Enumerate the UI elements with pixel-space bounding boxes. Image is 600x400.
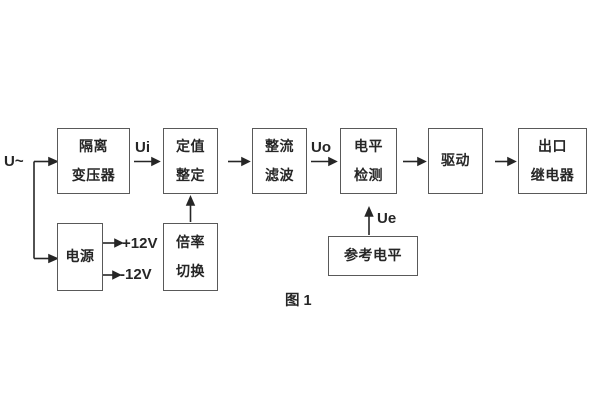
signal-label-input-voltage: U~ (4, 153, 24, 170)
signal-label-plus-12v: +12V (122, 235, 158, 252)
block-label: 整定 (176, 166, 205, 183)
arrowhead-uo (328, 156, 338, 167)
arrowhead-ratio-to-setting (185, 195, 196, 206)
figure-caption: 图 1 (285, 293, 312, 309)
block-label: 继电器 (530, 166, 575, 183)
block-label: 出口 (538, 138, 567, 155)
block-label: 隔离 (79, 138, 108, 155)
block-ratio-switching: 倍率 切换 (163, 223, 218, 291)
arrowhead-plus12v (114, 238, 124, 248)
arrowhead-setting-to-rectifier (241, 156, 251, 167)
arrowhead-input-to-isolation (48, 156, 59, 167)
block-drive: 驱动 (428, 128, 483, 194)
block-label: 切换 (176, 262, 205, 279)
block-label: 驱动 (441, 152, 470, 169)
arrowhead-level-to-drive (417, 156, 427, 167)
block-label: 电源 (65, 248, 95, 265)
arrowhead-input-to-power (48, 253, 59, 264)
signal-label-ue: Ue (377, 210, 397, 227)
block-label: 电平 (354, 138, 383, 155)
block-label: 参考电平 (344, 247, 402, 264)
block-label: 变压器 (71, 166, 116, 183)
arrowhead-drive-to-relay (507, 156, 517, 167)
arrowhead-minus12v (112, 270, 122, 280)
arrowhead-ui (151, 156, 161, 167)
block-label: 滤波 (265, 166, 294, 183)
block-rectifier-filter: 整流 滤波 (252, 128, 307, 194)
arrowhead-ue (364, 206, 374, 217)
block-value-setting: 定值 整定 (163, 128, 218, 194)
block-level-detection: 电平 检测 (340, 128, 397, 194)
block-label: 倍率 (176, 234, 205, 251)
signal-label-ui: Ui (135, 139, 150, 156)
block-isolation-transformer: 隔离 变压器 (57, 128, 130, 194)
block-label: 整流 (265, 138, 294, 155)
signal-label-minus-12v: -12V (120, 266, 152, 283)
block-label: 检测 (354, 166, 383, 183)
block-label: 定值 (176, 138, 205, 155)
signal-label-uo: Uo (311, 139, 331, 156)
block-output-relay: 出口 继电器 (518, 128, 587, 194)
block-power-supply: 电源 (57, 223, 103, 291)
block-reference-level: 参考电平 (328, 236, 418, 276)
